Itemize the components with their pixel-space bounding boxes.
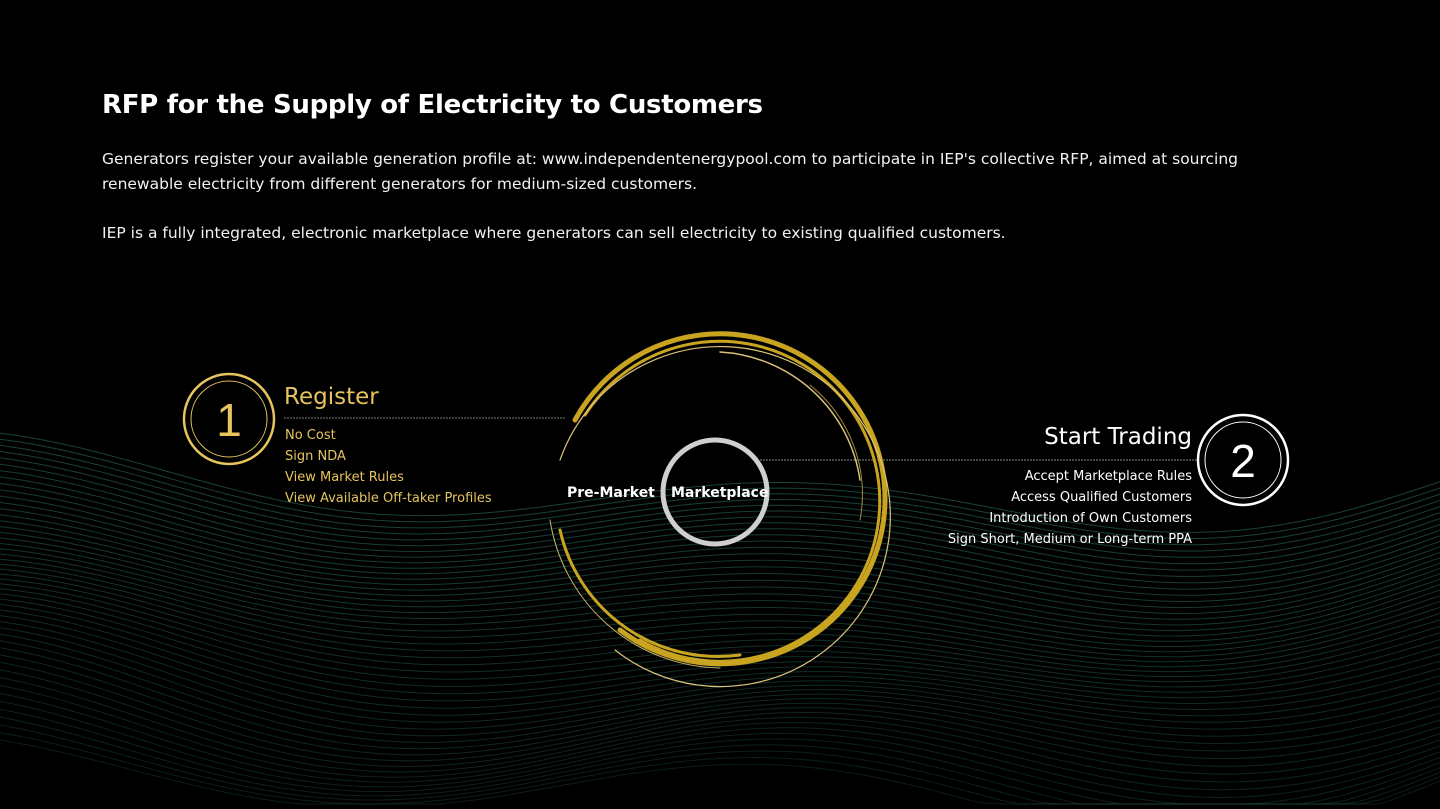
wave-line bbox=[0, 708, 1440, 805]
page-title: RFP for the Supply of Electricity to Cus… bbox=[102, 90, 763, 120]
wave-line bbox=[0, 732, 1440, 805]
wave-line bbox=[0, 526, 1440, 626]
wave-line bbox=[0, 654, 1440, 760]
wave-line bbox=[0, 615, 1440, 717]
wave-line bbox=[0, 520, 1440, 620]
wave-line bbox=[0, 451, 1440, 552]
wave-line bbox=[0, 514, 1440, 615]
wave-line bbox=[0, 588, 1440, 688]
wave-line bbox=[0, 501, 1440, 603]
list-item: Access Qualified Customers bbox=[1011, 490, 1192, 505]
wave-line bbox=[0, 633, 1440, 737]
step2-badge: 2 bbox=[1196, 413, 1290, 507]
wave-line bbox=[0, 457, 1440, 558]
wave-line bbox=[0, 647, 1440, 752]
wave-line bbox=[0, 463, 1440, 565]
wave-line bbox=[0, 578, 1440, 678]
wave-line bbox=[0, 573, 1440, 673]
step1-number: 1 bbox=[216, 394, 242, 446]
wave-line bbox=[0, 609, 1440, 711]
list-item: Sign Short, Medium or Long-term PPA bbox=[947, 532, 1192, 547]
step1-badge: 1 bbox=[182, 372, 276, 466]
wave-line bbox=[0, 677, 1440, 783]
wave-line bbox=[0, 724, 1440, 805]
list-item: Accept Marketplace Rules bbox=[1024, 469, 1192, 484]
step2-title: Start Trading bbox=[1044, 424, 1192, 450]
list-item: View Available Off-taker Profiles bbox=[285, 491, 492, 506]
wave-line bbox=[0, 531, 1440, 632]
wave-line bbox=[0, 716, 1440, 805]
step2-list: Accept Marketplace Rules Access Qualifie… bbox=[948, 466, 1192, 550]
marketplace-label: Marketplace bbox=[671, 485, 769, 501]
wave-line bbox=[0, 627, 1440, 730]
list-item: Introduction of Own Customers bbox=[989, 511, 1192, 526]
wave-line bbox=[0, 684, 1440, 791]
wave-line bbox=[0, 558, 1440, 658]
wave-line bbox=[0, 548, 1440, 647]
wave-line bbox=[0, 700, 1440, 805]
wave-line bbox=[0, 739, 1440, 805]
wave-line bbox=[0, 432, 1440, 533]
pre-market-ring bbox=[549, 331, 891, 688]
step1-list: No Cost Sign NDA View Market Rules View … bbox=[285, 425, 492, 509]
wave-line bbox=[0, 553, 1440, 653]
wave-line bbox=[0, 568, 1440, 668]
wave-line bbox=[0, 542, 1440, 642]
wave-line bbox=[0, 482, 1440, 584]
list-item: View Market Rules bbox=[285, 470, 404, 485]
wave-line bbox=[0, 661, 1440, 767]
marketplace-paragraph: IEP is a fully integrated, electronic ma… bbox=[102, 224, 1006, 242]
wave-line bbox=[0, 640, 1440, 745]
list-item: No Cost bbox=[285, 428, 336, 443]
wave-line bbox=[0, 669, 1440, 775]
step2-number: 2 bbox=[1230, 435, 1256, 487]
list-item: Sign NDA bbox=[285, 449, 346, 464]
wave-line bbox=[0, 489, 1440, 590]
wave-line bbox=[0, 476, 1440, 577]
wave-line bbox=[0, 438, 1440, 539]
wave-line bbox=[0, 444, 1440, 546]
wave-line bbox=[0, 692, 1440, 799]
wave-line bbox=[0, 537, 1440, 637]
pre-market-label: Pre-Market bbox=[567, 485, 655, 501]
wave-line bbox=[0, 563, 1440, 663]
wave-line bbox=[0, 603, 1440, 705]
wave-line bbox=[0, 508, 1440, 609]
marketplace-ring bbox=[660, 437, 770, 547]
step1-title: Register bbox=[284, 384, 379, 410]
intro-paragraph: Generators register your available gener… bbox=[102, 150, 1239, 193]
wave-line bbox=[0, 470, 1440, 571]
wave-line bbox=[0, 583, 1440, 683]
